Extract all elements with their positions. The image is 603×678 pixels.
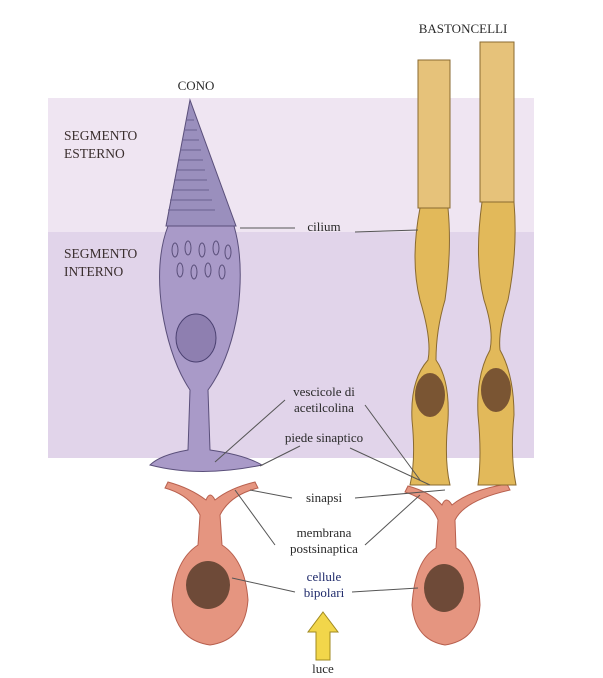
- outer-segment-label-2: ESTERNO: [64, 146, 125, 161]
- light-arrow-icon: [307, 611, 339, 661]
- vesicles-label-2: acetilcolina: [294, 400, 354, 415]
- rod-cell-1: [409, 59, 451, 486]
- cilium-label: cilium: [307, 219, 340, 234]
- cone-cell: [149, 98, 264, 472]
- bipolar-label-2: bipolari: [304, 585, 345, 600]
- rods-title: BASTONCELLI: [419, 21, 508, 36]
- bipolar-label-1: cellule: [307, 569, 342, 584]
- inner-segment-label-2: INTERNO: [64, 264, 123, 279]
- rod-cell-2: [477, 41, 517, 486]
- postsynaptic-label-2: postsinaptica: [290, 541, 358, 556]
- postsynaptic-label-1: membrana: [297, 525, 352, 540]
- bipolar-cell-left: [164, 481, 259, 646]
- leader-lines: [214, 227, 446, 593]
- outer-segment-band: [48, 98, 534, 232]
- synaptic-foot-label: piede sinaptico: [285, 430, 363, 445]
- cone-nucleus: [175, 313, 217, 363]
- inner-segment-label-1: SEGMENTO: [64, 246, 138, 261]
- outer-segment-label-1: SEGMENTO: [64, 128, 138, 143]
- bipolar-nucleus: [424, 564, 464, 612]
- synapse-label: sinapsi: [306, 490, 343, 505]
- vesicles-label-1: vescicole di: [293, 384, 355, 399]
- inner-segment-band: [48, 232, 534, 458]
- bipolar-cell-right: [404, 483, 511, 646]
- cone-title: CONO: [178, 78, 215, 93]
- bipolar-nucleus: [186, 561, 230, 609]
- light-label: luce: [312, 661, 334, 676]
